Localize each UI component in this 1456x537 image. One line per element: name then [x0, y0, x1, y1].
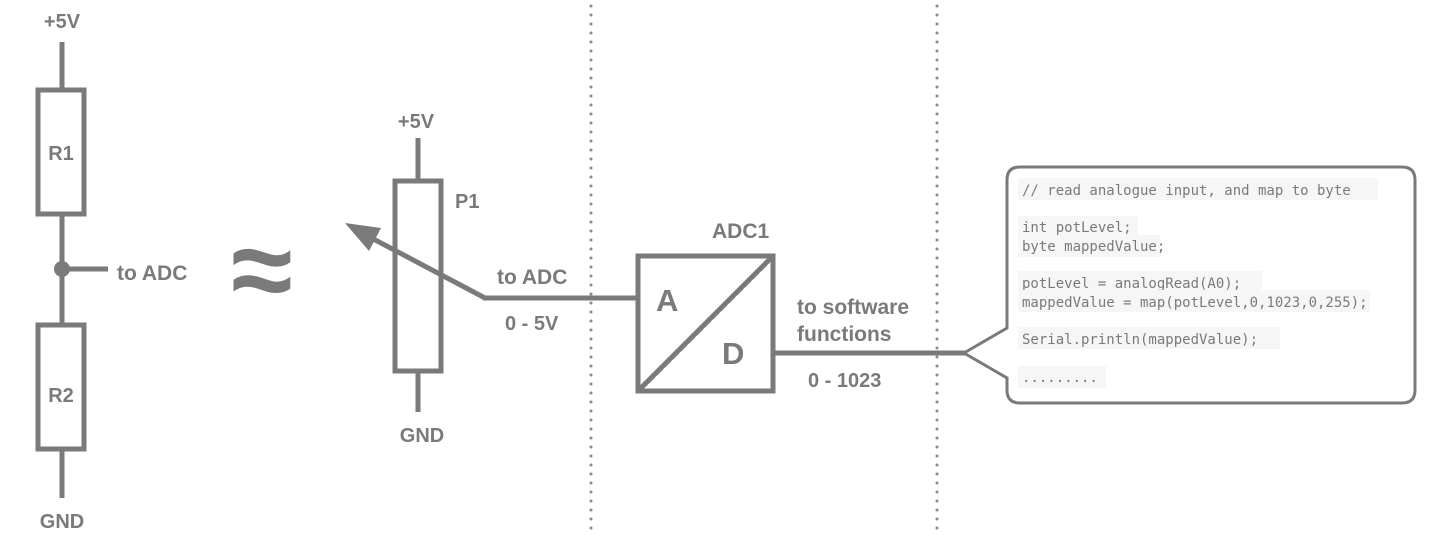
code-line-map: mappedValue = map(potLevel,0,1023,0,255)…	[1022, 295, 1368, 311]
adc-diagonal	[638, 256, 773, 391]
pot-label: P1	[455, 191, 479, 213]
adc-digital-letter: D	[722, 336, 744, 371]
code-line-analog-read: potLevel = analogRead(A0);	[1022, 276, 1241, 292]
resistor-r2-label: R2	[48, 385, 74, 407]
adc-block: ADC1 A D to software functions 0 - 1023	[635, 220, 966, 394]
code-line-comment: // read analogue input, and map to byte	[1022, 183, 1351, 199]
pot-supply-label: +5V	[398, 111, 435, 133]
pot-range-label: 0 - 5V	[505, 313, 559, 335]
adc-output-label-line1: to software	[797, 296, 909, 319]
pot-output-label: to ADC	[497, 266, 567, 289]
code-line-declare-int: int potLevel;	[1022, 220, 1132, 236]
voltage-divider: +5V R1 to ADC R2 GND	[35, 11, 187, 533]
resistor-r1-label: R1	[48, 143, 74, 165]
pot-wiper-arrowhead	[345, 223, 381, 251]
divider-output-label: to ADC	[117, 262, 187, 285]
adc-range-label: 0 - 1023	[808, 370, 881, 392]
approx-equal-symbol: ≈	[231, 207, 292, 332]
adc-output-label-line2: functions	[797, 323, 892, 346]
pot-body	[392, 178, 444, 374]
pot-ground-label: GND	[400, 425, 444, 447]
adc-analog-letter: A	[656, 283, 678, 318]
code-line-declare-byte: byte mappedValue;	[1022, 239, 1165, 255]
adc-label: ADC1	[712, 220, 769, 243]
code-callout: // read analogue input, and map to byte …	[961, 165, 1417, 405]
code-line-ellipsis: .........	[1022, 370, 1098, 386]
divider-ground-label: GND	[40, 511, 84, 533]
divider-supply-label: +5V	[44, 11, 81, 33]
code-line-serial-print: Serial.println(mappedValue);	[1022, 332, 1258, 348]
pot-wiper-arrow	[362, 231, 487, 301]
potentiometer: +5V P1 GND to ADC 0 - 5V	[345, 111, 640, 447]
